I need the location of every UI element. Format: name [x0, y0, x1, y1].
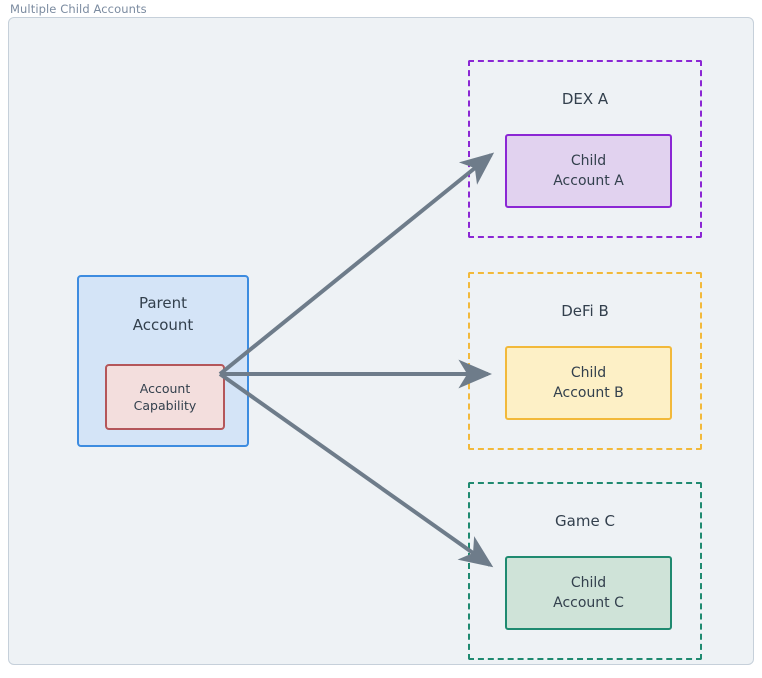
child-account-a-node[interactable]: Child Account A [505, 134, 672, 208]
parent-account-node[interactable]: Parent Account Account Capability [77, 275, 249, 447]
platform-container-defi-b[interactable]: DeFi B Child Account B [468, 272, 702, 450]
child-account-b-node[interactable]: Child Account B [505, 346, 672, 420]
diagram-panel: Parent Account Account Capability DEX A … [8, 17, 754, 665]
child-account-c-node[interactable]: Child Account C [505, 556, 672, 630]
child-account-b-label-line1: Child [570, 365, 607, 381]
platform-container-dex-a[interactable]: DEX A Child Account A [468, 60, 702, 238]
platform-title-defi-b: DeFi B [561, 302, 609, 320]
child-account-c-label-line1: Child [570, 575, 607, 591]
child-account-b-label-line2: Account B [553, 385, 624, 401]
child-account-c-label-line2: Account C [553, 595, 624, 611]
panel-title: Multiple Child Accounts [10, 2, 147, 16]
account-capability-label-line2: Capability [133, 398, 197, 413]
platform-title-game-c: Game C [555, 512, 615, 530]
account-capability-node[interactable]: Account Capability [105, 364, 225, 430]
platform-container-game-c[interactable]: Game C Child Account C [468, 482, 702, 660]
parent-account-label-line2: Account [132, 316, 194, 334]
child-account-a-label-line2: Account A [553, 173, 624, 189]
account-capability-label-line1: Account [139, 381, 191, 396]
parent-account-label-line1: Parent [138, 294, 188, 312]
child-account-a-label-line1: Child [570, 153, 607, 169]
platform-title-dex-a: DEX A [561, 90, 609, 108]
